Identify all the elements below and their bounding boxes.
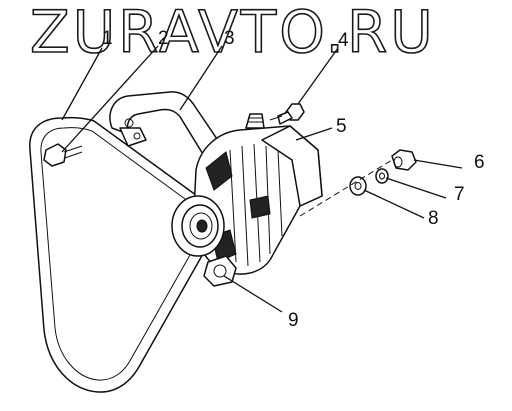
drive-belt: [29, 116, 217, 393]
leader-lines: [61, 45, 463, 313]
callout-5: 5: [336, 116, 347, 137]
nut: [391, 149, 417, 171]
callout-3: 3: [224, 28, 235, 49]
callout-6: 6: [474, 152, 485, 173]
bracket-bolt: [43, 143, 83, 167]
callout-1: 1: [102, 28, 113, 49]
watermark-logo: ZURAVTO.RU: [29, 0, 436, 66]
callout-4: 4: [338, 30, 349, 51]
spring-washer: [375, 168, 389, 184]
callout-7: 7: [454, 184, 465, 205]
bolt: [269, 103, 305, 125]
alternator: [171, 113, 323, 287]
callout-2: 2: [158, 28, 169, 49]
flat-washer: [349, 176, 367, 196]
assembly-axis: [299, 159, 393, 217]
callout-8: 8: [428, 208, 439, 229]
callout-9: 9: [288, 310, 299, 331]
